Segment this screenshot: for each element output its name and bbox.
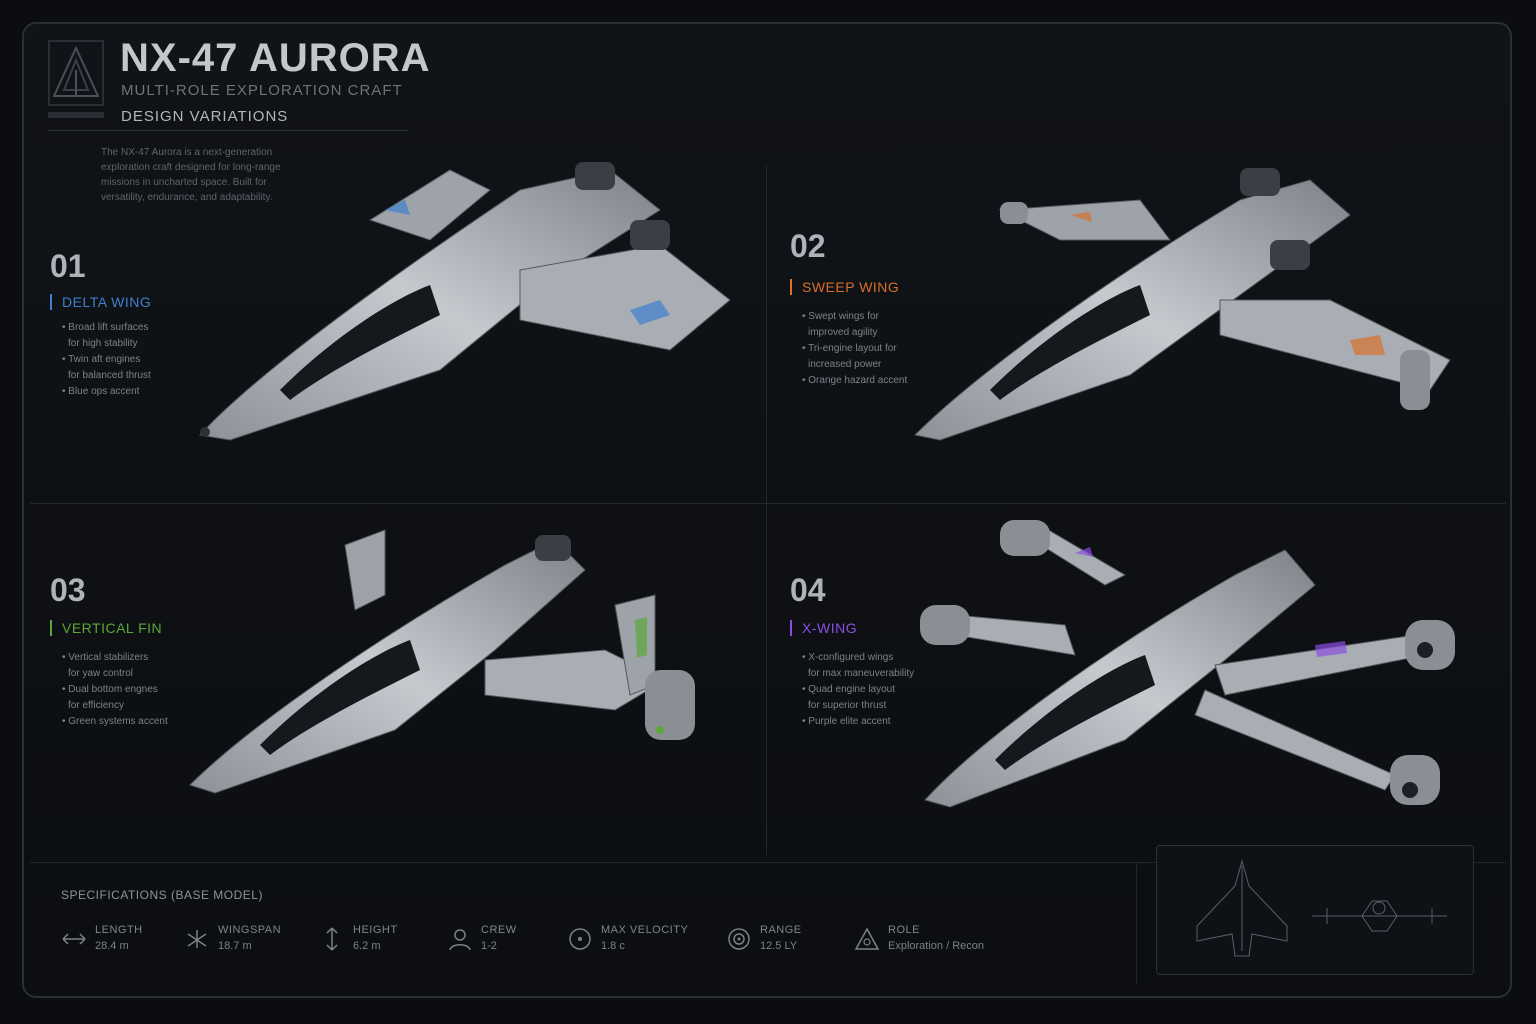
- ship-illustration-sweep-wing: [913, 168, 1451, 441]
- crew-icon: [449, 929, 471, 951]
- header-divider: [48, 130, 408, 131]
- range-icon: [728, 928, 750, 950]
- section-heading: DESIGN VARIATIONS: [121, 108, 289, 125]
- variant-number-04: 04: [790, 572, 826, 608]
- variant-number-02: 02: [790, 228, 826, 264]
- intro-text: The NX-47 Aurora is a next-generation ex…: [101, 147, 281, 203]
- specifications-panel: [28, 862, 1137, 984]
- page-subtitle: MULTI-ROLE EXPLORATION CRAFT: [121, 82, 403, 99]
- ship-illustration-delta-wing: [199, 162, 731, 441]
- variant-name-delta-wing: DELTA WING: [50, 294, 151, 310]
- variant-name-vertical-fin: VERTICAL FIN: [50, 620, 162, 636]
- specs-title: SPECIFICATIONS (BASE MODEL): [61, 888, 263, 902]
- grid-divider-vertical: [766, 165, 767, 855]
- variant-name-x-wing: X-WING: [790, 620, 857, 636]
- variant-number-01: 01: [50, 248, 86, 284]
- ship-illustration-x-wing: [920, 520, 1455, 808]
- page-title: NX-47 AURORA: [120, 36, 431, 80]
- variant-features-01: • Broad lift surfaces for high stability…: [62, 322, 151, 397]
- blueprint-icon: [1196, 859, 1447, 957]
- variant-features-04: • X-configured wings for max maneuverabi…: [802, 652, 915, 727]
- specs-divider: [30, 862, 1506, 863]
- role-icon: [854, 927, 880, 950]
- variant-features-03: • Vertical stabilizers for yaw control •…: [62, 652, 168, 727]
- wingspan-icon: [187, 930, 207, 948]
- variant-number-03: 03: [50, 572, 86, 608]
- grid-divider-horizontal: [30, 503, 1506, 504]
- variant-name-sweep-wing: SWEEP WING: [790, 279, 899, 295]
- emblem-logo: [48, 40, 104, 106]
- blueprint-schematic: [1156, 845, 1474, 975]
- length-icon: [62, 933, 86, 945]
- variant-features-02: • Swept wings for improved agility • Tri…: [802, 311, 908, 386]
- velocity-icon: [569, 928, 591, 950]
- emblem-bar: [48, 112, 104, 118]
- ship-illustration-vertical-fin: [189, 529, 695, 794]
- height-icon: [326, 927, 338, 951]
